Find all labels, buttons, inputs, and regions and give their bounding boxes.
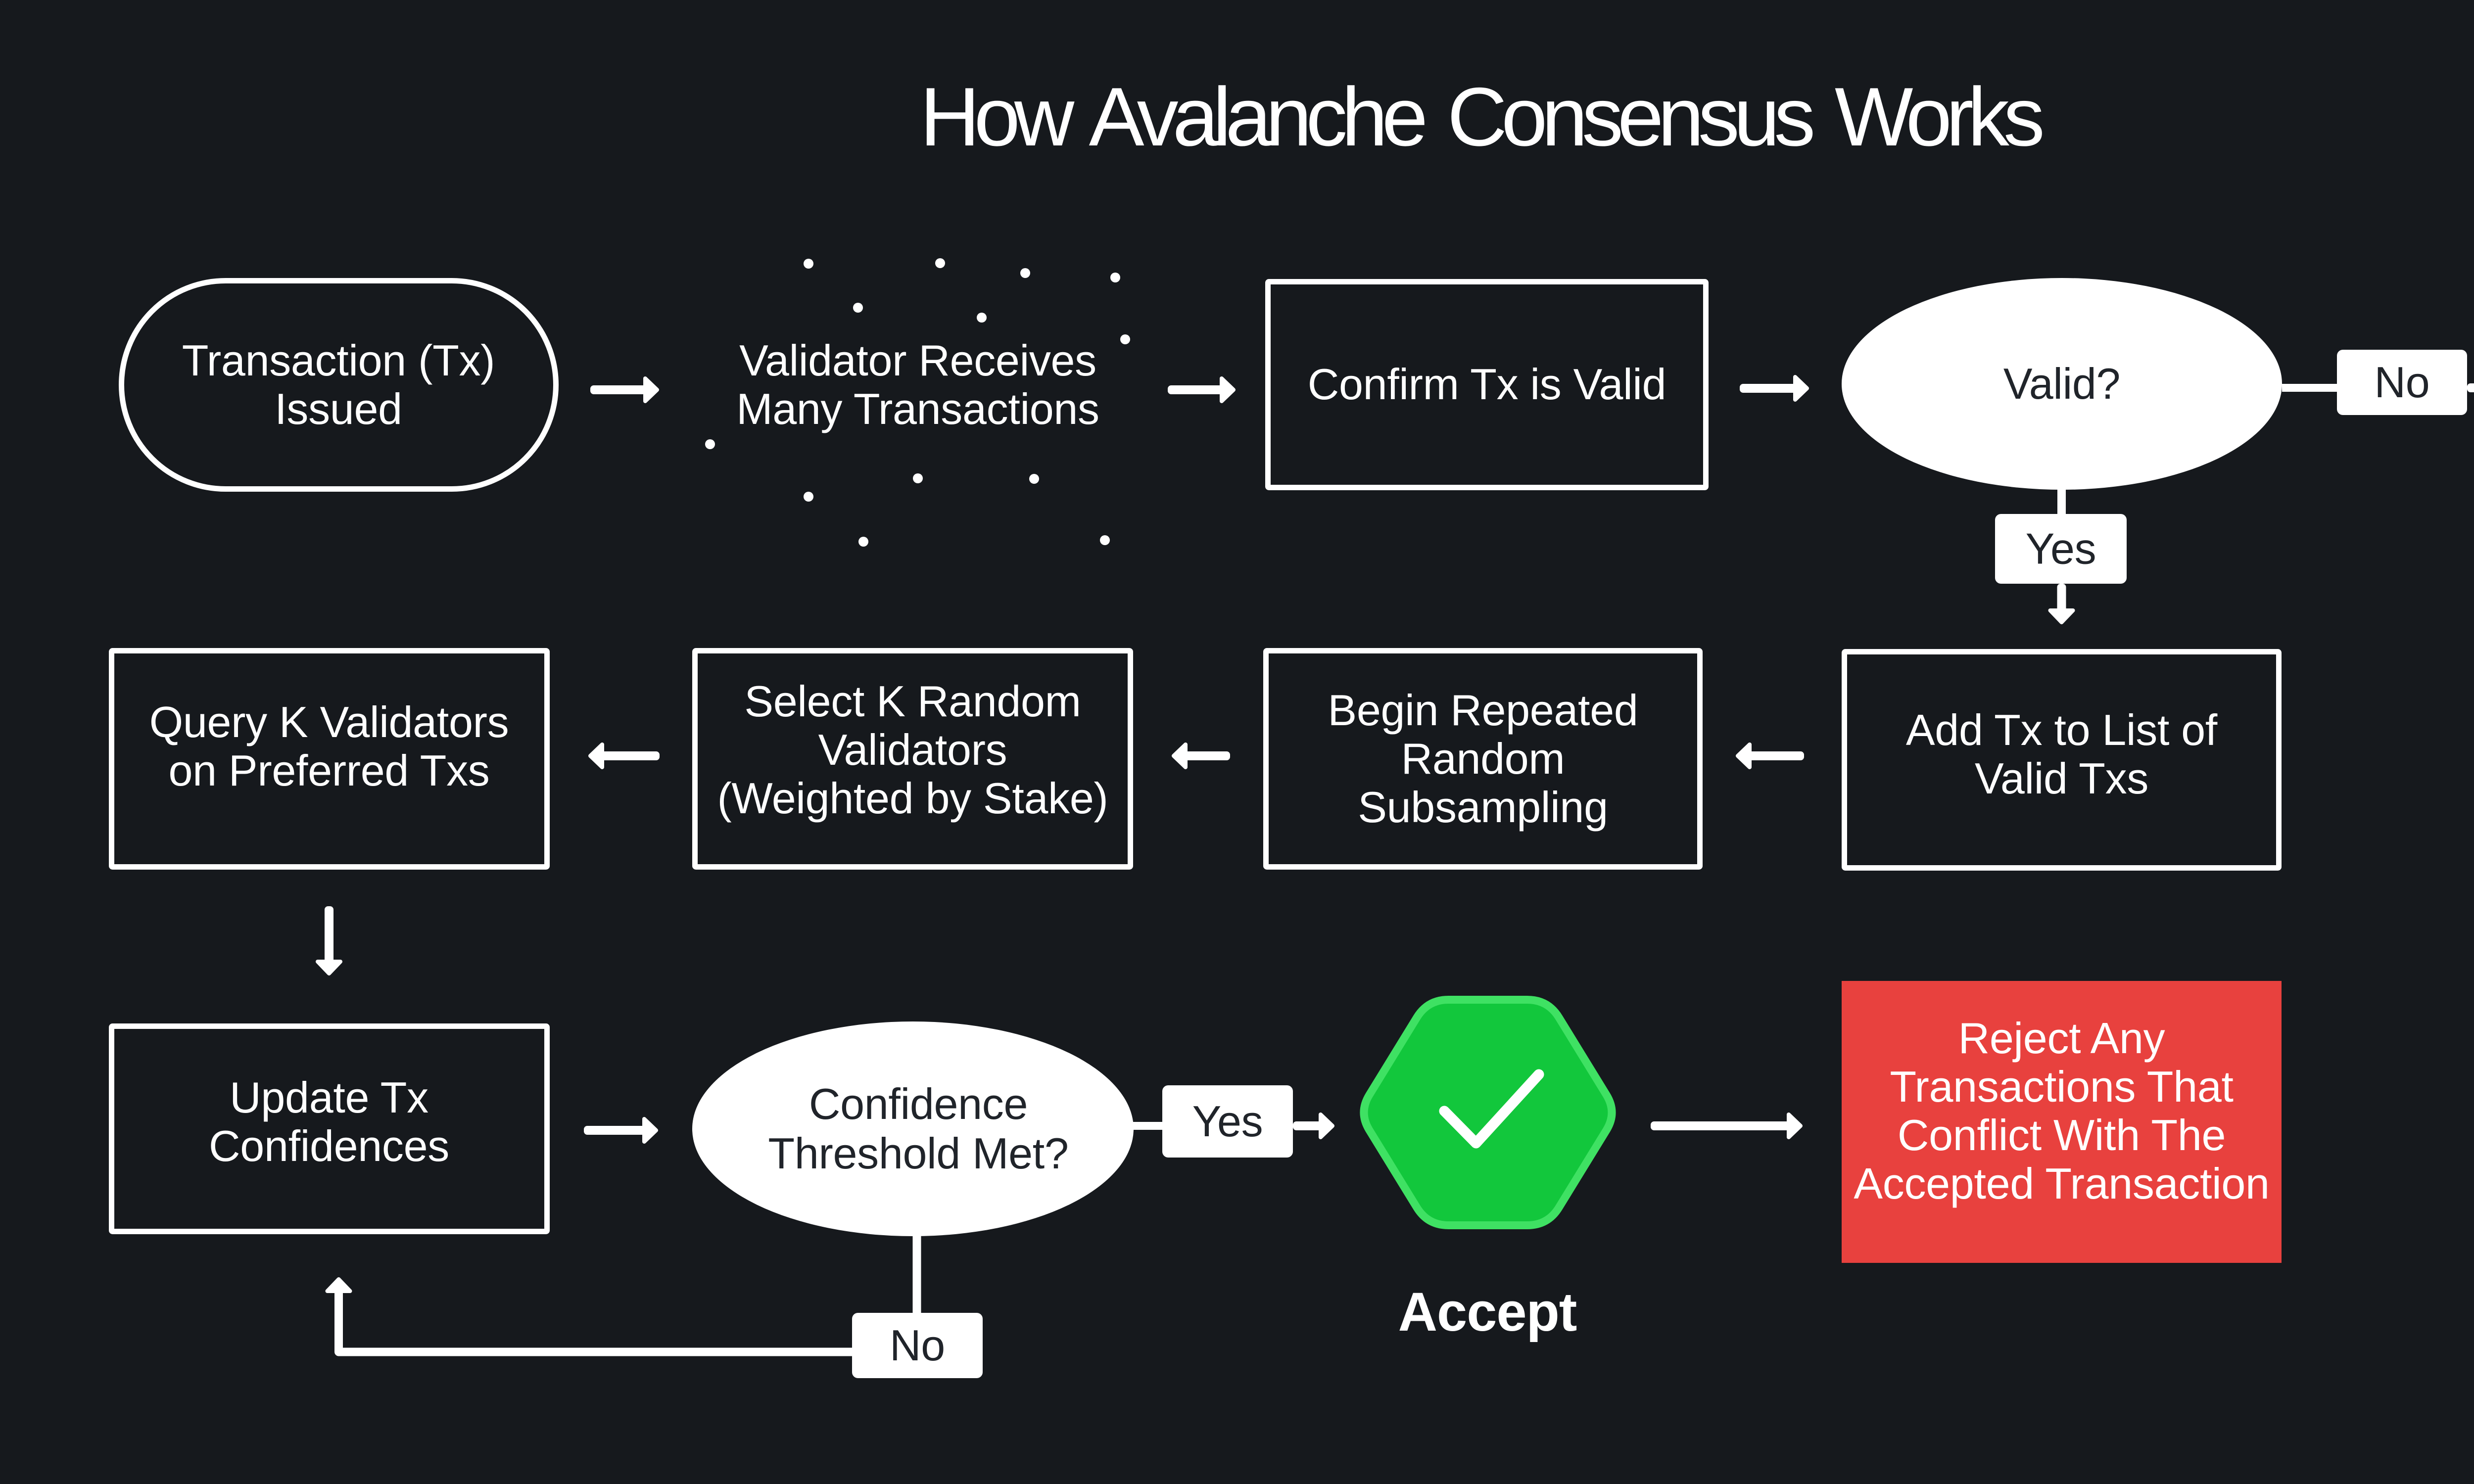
svg-text:Threshold Met?: Threshold Met? <box>768 1129 1068 1178</box>
svg-text:Add Tx to List of: Add Tx to List of <box>1906 705 2218 754</box>
svg-text:Transactions That: Transactions That <box>1890 1062 2233 1111</box>
svg-text:Begin Repeated: Begin Repeated <box>1328 686 1638 735</box>
svg-text:Subsampling: Subsampling <box>1358 783 1608 832</box>
svg-text:Random: Random <box>1401 734 1565 783</box>
svg-text:How Avalanche Consensus Works: How Avalanche Consensus Works <box>920 70 2042 163</box>
svg-text:Query K Validators: Query K Validators <box>149 697 509 746</box>
svg-text:No: No <box>2375 358 2430 407</box>
svg-text:Update Tx: Update Tx <box>230 1073 428 1122</box>
svg-text:Reject Any: Reject Any <box>1958 1014 2165 1063</box>
svg-text:Accepted Transaction: Accepted Transaction <box>1854 1159 2269 1208</box>
svg-text:Conflict With The: Conflict With The <box>1898 1111 2226 1159</box>
svg-text:Issued: Issued <box>275 384 402 433</box>
svg-text:Yes: Yes <box>1192 1097 1263 1146</box>
svg-text:Confidence: Confidence <box>809 1079 1028 1128</box>
svg-text:Accept: Accept <box>1398 1282 1577 1343</box>
svg-text:Yes: Yes <box>2026 524 2096 573</box>
svg-text:Confirm Tx is Valid: Confirm Tx is Valid <box>1308 360 1666 409</box>
svg-text:Validator Receives: Validator Receives <box>739 336 1096 385</box>
svg-text:Confidences: Confidences <box>209 1121 449 1170</box>
svg-text:(Weighted by Stake): (Weighted by Stake) <box>717 774 1108 823</box>
svg-text:on Preferred Txs: on Preferred Txs <box>169 746 490 795</box>
svg-text:Select K Random: Select K Random <box>744 677 1081 726</box>
svg-text:No: No <box>890 1321 945 1370</box>
svg-text:Transaction (Tx): Transaction (Tx) <box>182 336 495 385</box>
svg-text:Valid Txs: Valid Txs <box>1975 754 2148 803</box>
svg-text:Validators: Validators <box>818 725 1007 774</box>
svg-text:Many Transactions: Many Transactions <box>736 384 1099 433</box>
svg-text:Valid?: Valid? <box>2003 359 2120 408</box>
